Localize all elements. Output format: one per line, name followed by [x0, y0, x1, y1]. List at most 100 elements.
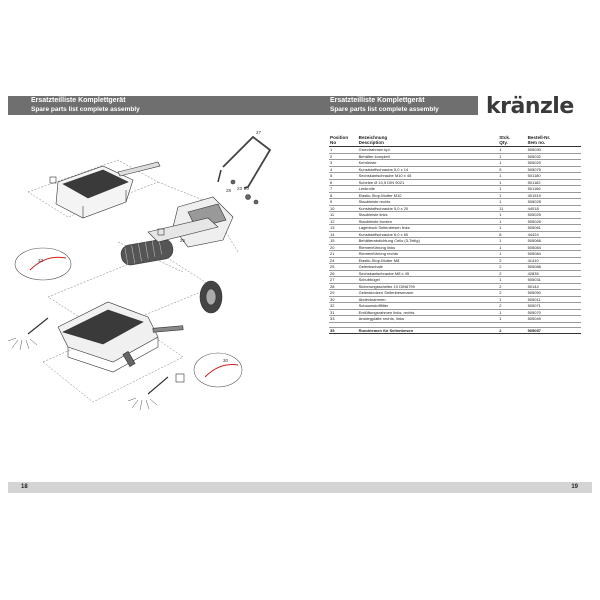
banner-title-de: Ersatzteilliste Komplettgerät	[330, 97, 425, 104]
table-cell: 1	[498, 179, 527, 186]
table-cell: Lenkrolle	[357, 185, 499, 193]
table-cell: 1	[498, 192, 527, 199]
table-cell: 505075	[526, 166, 581, 173]
table-cell: 5	[498, 166, 527, 173]
exploded-view-diagram: 27 23 20 28 33 25 30	[8, 130, 272, 411]
table-cell: 2	[498, 270, 527, 277]
table-cell: 1	[498, 159, 527, 167]
table-cell: Staubleiste rechts	[357, 198, 499, 206]
table-cell: 2	[498, 302, 527, 310]
table-spacer-row	[329, 322, 581, 328]
table-cell: 1	[498, 296, 527, 303]
column-header-quantity: Stck. Qty.	[498, 134, 527, 147]
table-cell: 505070	[526, 309, 581, 316]
table-cell: 505050	[526, 289, 581, 297]
table-cell: Kunststoffschraube 5,0 x 14	[357, 166, 499, 173]
table-cell: 1	[498, 244, 527, 251]
column-header-item-no: Bestell-Nr. Item no.	[526, 134, 581, 147]
table-cell: 3	[329, 159, 358, 167]
table-cell: 505066	[526, 237, 581, 245]
table-cell: 12	[329, 218, 358, 225]
right-page-footer: 19	[300, 482, 592, 493]
table-cell: 24	[329, 257, 358, 264]
table-header-row: Position No Bezeichnung Description Stck…	[329, 134, 581, 147]
table-cell: Schaumstofffilter	[357, 302, 499, 310]
table-cell: 31	[329, 309, 358, 316]
table-cell: 50144	[526, 283, 581, 290]
table-cell: 1	[498, 185, 527, 193]
table-cell: 20	[329, 244, 358, 251]
table-cell: 505061	[526, 224, 581, 232]
table-cell: 505030	[526, 146, 581, 154]
right-page-banner: Ersatzteilliste Komplettgerät Spare part…	[300, 96, 478, 115]
table-cell: 1	[498, 146, 527, 154]
table-cell: 505028	[526, 198, 581, 206]
table-cell: Lagerbock Seitenbesen links	[357, 224, 499, 232]
callout-label: 23	[237, 186, 243, 191]
table-cell: 1	[498, 224, 527, 232]
table-cell: 2	[498, 257, 527, 264]
table-cell: 505011	[526, 296, 581, 303]
banner-title-en: Spare parts list complete assembly	[330, 106, 439, 113]
table-cell: 505057	[526, 327, 581, 334]
table-cell: 1	[498, 250, 527, 258]
table-cell: 44018	[526, 205, 581, 212]
table-cell: 28	[329, 283, 358, 290]
table-cell: 5	[329, 172, 358, 180]
table-cell: 42835	[526, 270, 581, 277]
callout-label: 28	[226, 188, 232, 193]
table-cell: 1	[498, 218, 527, 225]
banner-title-en: Spare parts list complete assembly	[31, 106, 140, 113]
table-cell	[357, 322, 499, 328]
table-cell: Sechskantschraube M8 x 45	[357, 270, 499, 277]
table-cell: 8	[329, 192, 358, 199]
table-cell: Behälter komplett	[357, 153, 499, 160]
callout-label: 33	[38, 258, 44, 263]
table-cell: Kunststoffschraube 6,0 x 60	[357, 231, 499, 238]
callout-label: 30	[223, 358, 229, 363]
table-cell: 505084	[526, 250, 581, 258]
table-cell: 44424	[526, 231, 581, 238]
table-cell: 505025	[526, 211, 581, 219]
table-cell: 27	[329, 276, 358, 284]
page-number: 19	[571, 484, 578, 490]
table-cell	[526, 322, 581, 328]
table-cell: 505032	[526, 153, 581, 160]
table-cell: 2	[498, 289, 527, 297]
callout-label: 27	[256, 130, 262, 135]
table-cell: 1	[498, 276, 527, 284]
table-cell: 505071	[526, 302, 581, 310]
table-cell: 2	[329, 153, 358, 160]
table-cell: 30	[329, 296, 358, 303]
table-cell: 1	[498, 237, 527, 245]
table-cell: 1	[498, 211, 527, 219]
column-header-description: Bezeichnung Description	[357, 134, 499, 147]
table-cell: 1	[498, 309, 527, 316]
table-cell: 1	[498, 315, 527, 323]
table-cell: 21	[329, 250, 358, 258]
table-cell: 505029	[526, 159, 581, 167]
table-cell: Gelenkschale	[357, 263, 499, 271]
right-page: Ersatzteilliste Komplettgerät Spare part…	[300, 0, 600, 600]
table-cell: Sechskantschraube M10 x 45	[357, 172, 499, 180]
column-header-position: Position No	[329, 134, 358, 147]
table-cell: Riemenführung links	[357, 244, 499, 251]
table-cell: 1	[498, 172, 527, 180]
table-cell: 505088	[526, 263, 581, 271]
page-number: 18	[21, 484, 28, 490]
